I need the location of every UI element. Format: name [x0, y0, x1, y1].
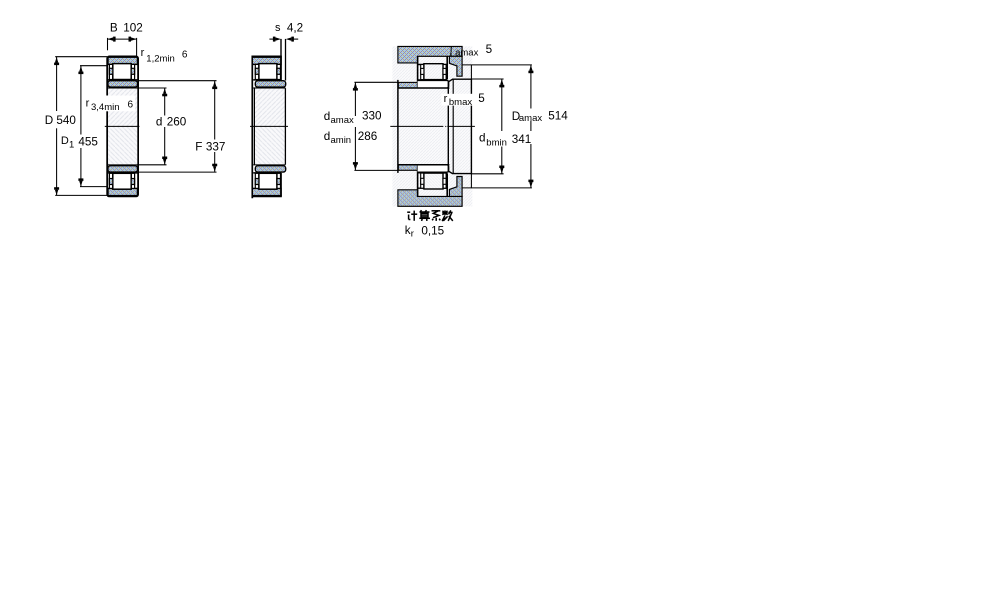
svg-text:B: B: [110, 22, 118, 35]
svg-text:amax: amax: [455, 48, 478, 59]
svg-text:5: 5: [486, 43, 493, 56]
svg-text:d: d: [324, 110, 331, 123]
svg-text:r: r: [411, 229, 414, 240]
svg-text:D: D: [45, 114, 53, 127]
svg-text:d: d: [324, 130, 331, 143]
svg-text:5: 5: [478, 92, 485, 105]
svg-text:330: 330: [362, 110, 382, 123]
svg-text:6: 6: [128, 100, 134, 111]
svg-text:d: d: [156, 116, 163, 129]
svg-text:6: 6: [182, 49, 188, 60]
svg-text:3,4min: 3,4min: [91, 102, 120, 113]
svg-text:540: 540: [56, 114, 76, 127]
svg-text:bmin: bmin: [486, 137, 507, 148]
svg-text:260: 260: [167, 115, 187, 128]
svg-text:4,2: 4,2: [287, 22, 303, 35]
svg-text:r: r: [444, 93, 448, 105]
svg-text:0,15: 0,15: [421, 225, 444, 238]
svg-text:k: k: [405, 224, 411, 237]
svg-text:D: D: [61, 135, 69, 147]
svg-text:D: D: [512, 110, 520, 123]
svg-text:455: 455: [78, 136, 98, 149]
svg-text:337: 337: [206, 140, 226, 153]
svg-text:286: 286: [358, 130, 378, 143]
svg-text:341: 341: [512, 133, 532, 146]
svg-text:r: r: [450, 43, 454, 55]
svg-text:r: r: [86, 97, 90, 109]
svg-text:F: F: [195, 140, 202, 153]
svg-text:amax: amax: [331, 115, 354, 126]
svg-text:1: 1: [69, 140, 74, 151]
svg-text:r: r: [141, 47, 145, 59]
svg-text:d: d: [479, 132, 486, 145]
svg-text:bmax: bmax: [449, 97, 472, 108]
svg-text:s: s: [275, 22, 281, 34]
svg-text:amax: amax: [519, 113, 542, 124]
svg-text:1,2min: 1,2min: [146, 53, 175, 64]
svg-text:514: 514: [548, 109, 568, 122]
svg-text:102: 102: [123, 22, 143, 35]
svg-text:amin: amin: [331, 135, 352, 146]
